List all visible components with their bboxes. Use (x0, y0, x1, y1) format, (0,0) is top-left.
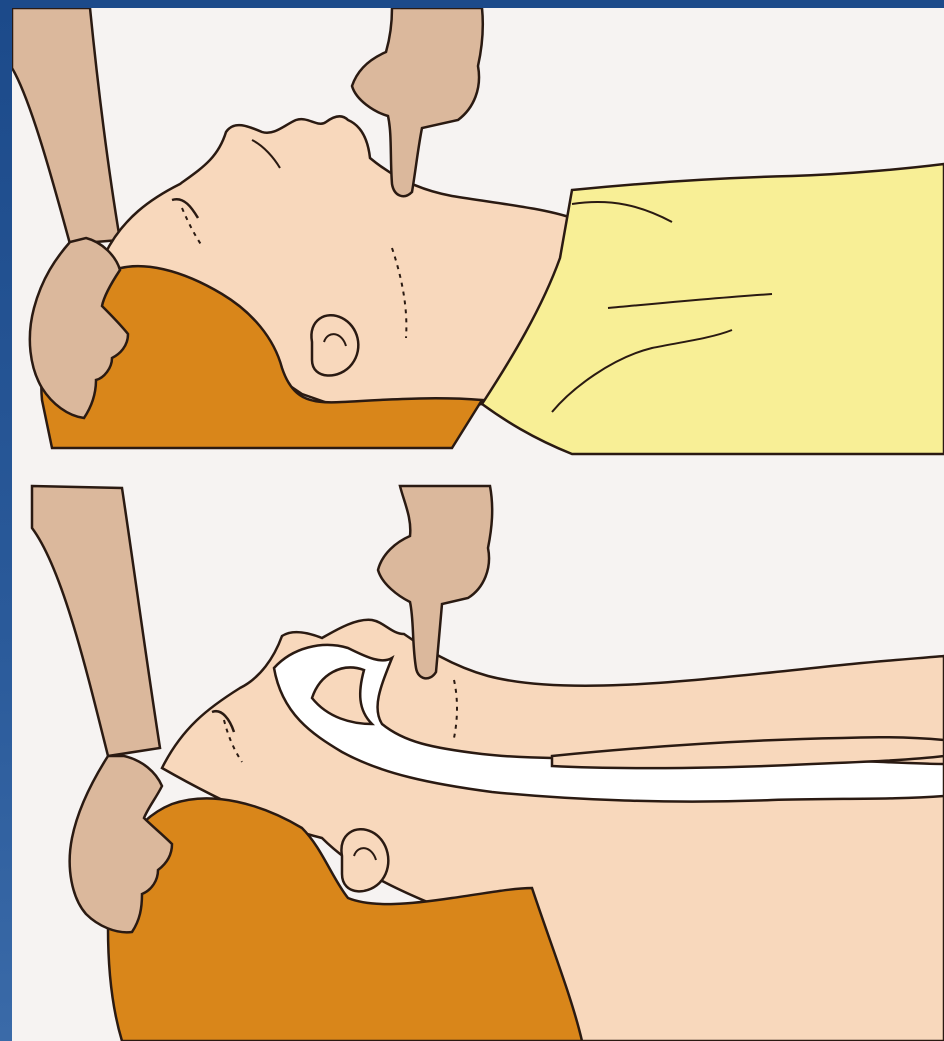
illustration-panel (12, 8, 944, 1041)
frame-top-border (0, 0, 944, 8)
patient-shirt-top (482, 164, 944, 454)
patient-ear-bottom (341, 829, 388, 891)
airway-illustration (12, 8, 944, 1041)
rescuer-left-arm-top (12, 8, 120, 244)
bottom-illustration (32, 486, 944, 1041)
patient-ear-top (311, 315, 358, 375)
top-illustration (12, 8, 944, 454)
rescuer-left-arm-bottom (32, 486, 160, 756)
frame-left-border (0, 0, 12, 1041)
